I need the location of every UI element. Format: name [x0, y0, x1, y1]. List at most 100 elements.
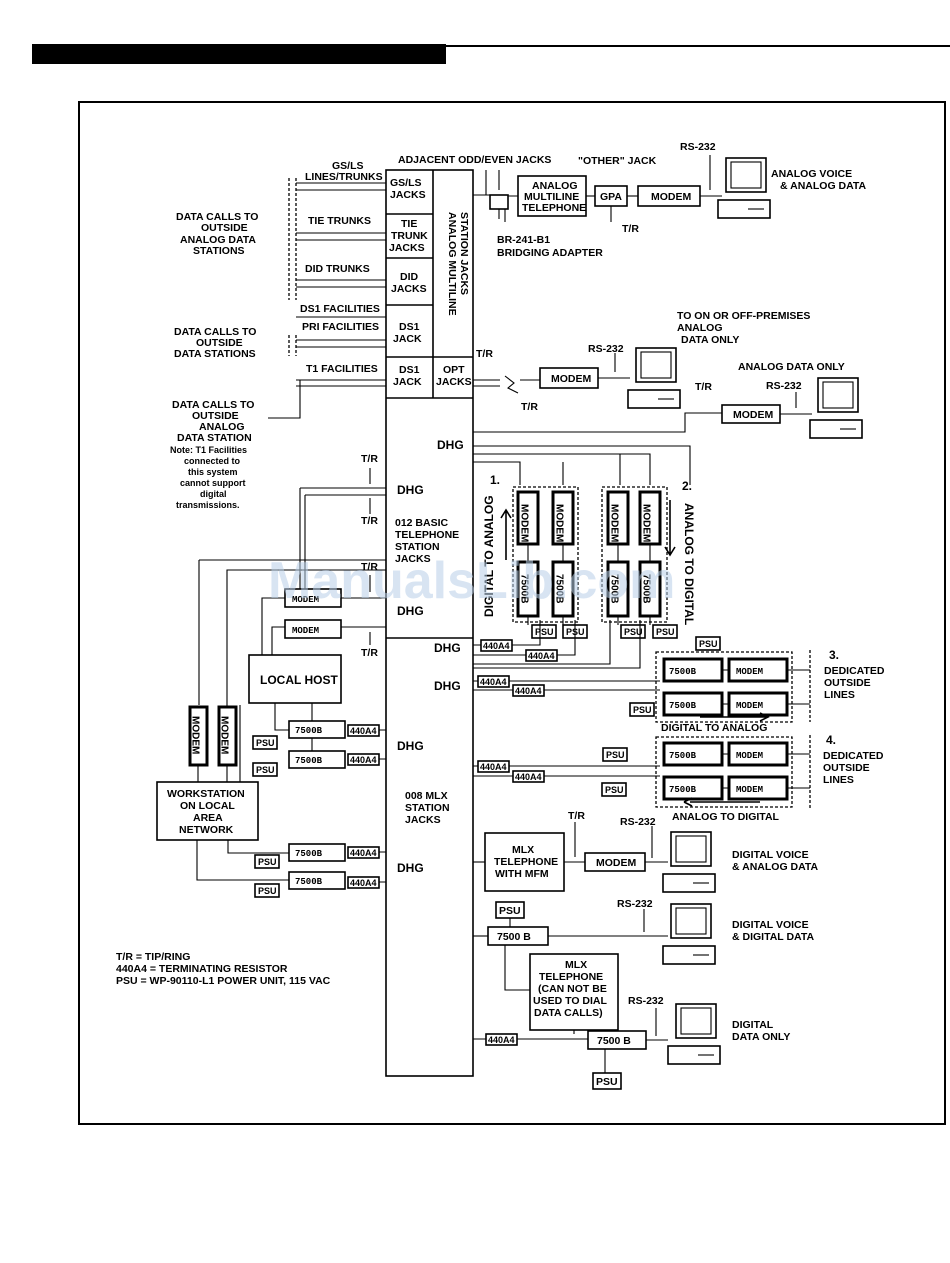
- opt-jacks: OPT JACKS: [436, 364, 472, 388]
- gsls-jacks: GS/LS JACKS: [390, 177, 426, 201]
- modem-scribble: MODEM: [736, 701, 763, 711]
- svg-text:TELEPHONE: TELEPHONE: [395, 529, 459, 541]
- svg-text:OUTSIDE: OUTSIDE: [823, 762, 870, 774]
- analog-multiline-telephone: ANALOG MULTILINE TELEPHONE: [517, 175, 587, 217]
- svg-text:MODEM: MODEM: [651, 191, 692, 203]
- b7500-scribble: 7500B: [669, 751, 697, 761]
- svg-text:MODEM: MODEM: [292, 626, 319, 636]
- local-host-links: [198, 559, 386, 705]
- modem-mfm: MODEM: [584, 852, 646, 872]
- basic-012-station-jacks: 012 BASIC TELEPHONE STATION JACKS: [395, 517, 459, 565]
- svg-text:DS1: DS1: [399, 364, 420, 376]
- bridging-adapter-label-1: BR-241-B1: [497, 234, 550, 246]
- dhg-label: DHG: [397, 483, 424, 497]
- svg-text:012 BASIC: 012 BASIC: [395, 517, 449, 529]
- pool-1-label: 1.: [490, 473, 500, 487]
- svg-text:PSU: PSU: [258, 886, 277, 896]
- svg-text:MODEM: MODEM: [219, 716, 230, 754]
- svg-text:MLX: MLX: [565, 959, 587, 971]
- gsls-trunk-label-1: GS/LS: [332, 160, 364, 172]
- local-host: LOCAL HOST: [248, 654, 342, 704]
- svg-text:PSU: PSU: [605, 785, 624, 795]
- svg-text:7500 B: 7500 B: [497, 931, 531, 943]
- svg-text:STATION: STATION: [405, 802, 450, 814]
- b7500-scribble: 7500B: [669, 701, 697, 711]
- dsu-vertical-1: 7500B: [519, 574, 530, 603]
- svg-text:DS1: DS1: [399, 321, 420, 333]
- trunk-lines: [268, 178, 386, 419]
- svg-text:ANALOG: ANALOG: [677, 322, 723, 334]
- pool-2-label: 2.: [682, 479, 692, 493]
- t1-facilities-label: T1 FACILITIES: [306, 363, 378, 375]
- pool-3-4-scribble: 7500B MODEM 7500B MODEM 7500B MODEM 7500…: [669, 667, 763, 795]
- psu-pool3-b: PSU: [629, 702, 655, 717]
- svg-text:PSU: PSU: [258, 857, 277, 867]
- ds1-jack-top: DS1 JACK: [393, 321, 422, 345]
- modem-top: MODEM: [637, 185, 701, 207]
- svg-text:440A4: 440A4: [515, 772, 542, 782]
- pool-2: [601, 486, 668, 625]
- tie-trunks-label: TIE TRUNKS: [308, 215, 371, 227]
- svg-text:STATION: STATION: [395, 541, 440, 553]
- rs232-label-opt: RS-232: [588, 343, 624, 355]
- svg-text:DATA CALLS TO: DATA CALLS TO: [174, 326, 256, 338]
- svg-text:ANALOG DATA: ANALOG DATA: [180, 234, 256, 246]
- rs232-label-top: RS-232: [680, 141, 716, 153]
- svg-text:TIE: TIE: [401, 218, 417, 230]
- svg-text:digital: digital: [200, 489, 227, 499]
- digital-voice-digital-data-2: & DIGITAL DATA: [732, 931, 814, 943]
- modem-mfm-to-pc: [645, 826, 668, 863]
- svg-text:JACKS: JACKS: [389, 242, 425, 254]
- psu-7500b-mid: PSU: [495, 901, 525, 919]
- mfm-to-modem-line: [564, 822, 585, 863]
- svg-text:TELEPHONE: TELEPHONE: [494, 856, 558, 868]
- workstation-links: [196, 840, 289, 881]
- tr-label-opt: T/R: [476, 348, 493, 360]
- svg-text:ANALOG: ANALOG: [199, 421, 245, 433]
- dsu-7500b-bottom: 7500 B: [587, 1030, 647, 1050]
- svg-text:PSU: PSU: [535, 627, 554, 637]
- tie-trunk-jacks: TIE TRUNK JACKS: [389, 218, 428, 254]
- analog-voice-data-label-2: & ANALOG DATA: [780, 180, 867, 192]
- watermark: ManualsLib.com: [268, 552, 675, 610]
- dhg-lower-bus: [473, 620, 660, 691]
- svg-text:this system: this system: [188, 467, 238, 477]
- svg-text:LOCAL HOST: LOCAL HOST: [260, 673, 338, 687]
- svg-text:LINES: LINES: [823, 774, 854, 786]
- svg-text:GS/LS: GS/LS: [390, 177, 422, 189]
- tr-label-012-b: T/R: [361, 515, 378, 527]
- svg-text:MODEM: MODEM: [596, 857, 637, 869]
- psu-pool1-a: PSU: [531, 624, 557, 639]
- b7500-scribble: 7500B: [669, 785, 697, 795]
- mlx-to-7500b-bottom: [473, 1030, 588, 1040]
- pri-facilities-label: PRI FACILITIES: [302, 321, 379, 333]
- svg-text:ON LOCAL: ON LOCAL: [180, 800, 235, 812]
- tr-label-analog: T/R: [521, 401, 538, 413]
- dhg-label: DHG: [434, 641, 461, 655]
- psu-lan-a: PSU: [254, 854, 280, 869]
- svg-text:OUTSIDE: OUTSIDE: [824, 677, 871, 689]
- svg-text:DATA STATIONS: DATA STATIONS: [174, 348, 256, 360]
- dhg-bus: [473, 445, 691, 485]
- svg-text:DATA CALLS TO: DATA CALLS TO: [176, 211, 258, 223]
- pool-3-label: 3.: [829, 648, 839, 662]
- svg-text:MLX: MLX: [512, 844, 534, 856]
- figure-frame: [78, 101, 946, 1125]
- svg-text:transmissions.: transmissions.: [176, 500, 240, 510]
- svg-text:AREA: AREA: [193, 812, 223, 824]
- analog-voice-data-label-1: ANALOG VOICE: [771, 168, 852, 180]
- svg-text:440A4: 440A4: [528, 651, 555, 661]
- bridging-adapter-label-2: BRIDGING ADAPTER: [497, 247, 603, 259]
- digital-to-analog-vertical-label: DIGITAL TO ANALOG: [482, 495, 496, 617]
- pool-1: [512, 486, 579, 625]
- r440a4-d: 440A4: [512, 684, 545, 697]
- r440a4-e: 440A4: [477, 760, 510, 773]
- svg-text:JACKS: JACKS: [391, 283, 427, 295]
- gpa-box: GPA: [594, 185, 628, 207]
- legend: T/R = TIP/RING 440A4 = TERMINATING RESIS…: [116, 951, 331, 987]
- system-cabinet: [385, 169, 474, 1077]
- t1-note: Note: T1 Facilities connected to this sy…: [170, 445, 247, 510]
- modem-lan-a: MODEM: [188, 705, 209, 767]
- svg-text:008 MLX: 008 MLX: [405, 790, 448, 802]
- svg-text:JACK: JACK: [393, 333, 422, 345]
